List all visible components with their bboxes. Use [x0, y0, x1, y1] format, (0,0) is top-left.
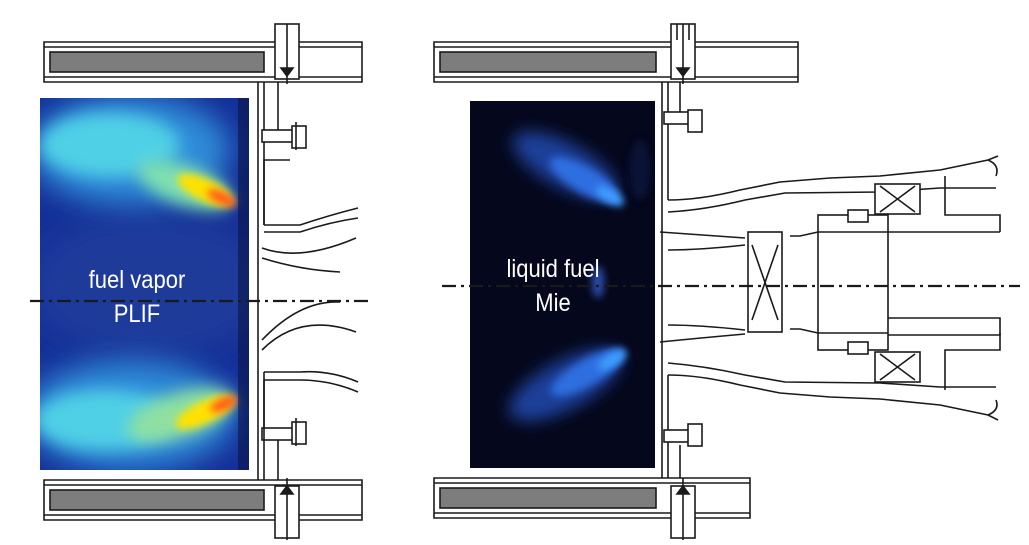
left-hardware: [43, 23, 363, 540]
plif-label-line1: fuel vapor: [88, 266, 186, 294]
right-dome-plate: [661, 82, 703, 478]
mie-image: [470, 101, 655, 468]
plif-label-line2: PLIF: [113, 300, 161, 328]
mie-label-line1: liquid fuel: [506, 255, 600, 283]
right-bottom-bolt: [670, 478, 696, 540]
right-bottom-liner: [433, 477, 751, 519]
left-bottom-bolt: [274, 478, 300, 540]
right-top-liner: [433, 41, 799, 83]
plif-image: [40, 98, 249, 470]
mie-label-line2: Mie: [535, 289, 571, 317]
left-top-liner: [43, 41, 363, 83]
left-bottom-liner: [43, 479, 363, 521]
right-hardware: [433, 23, 1001, 540]
fuel-injector: [659, 155, 1001, 421]
left-top-bolt: [274, 23, 300, 84]
right-top-bolt: [670, 23, 696, 84]
left-dome-plate: [257, 82, 307, 480]
